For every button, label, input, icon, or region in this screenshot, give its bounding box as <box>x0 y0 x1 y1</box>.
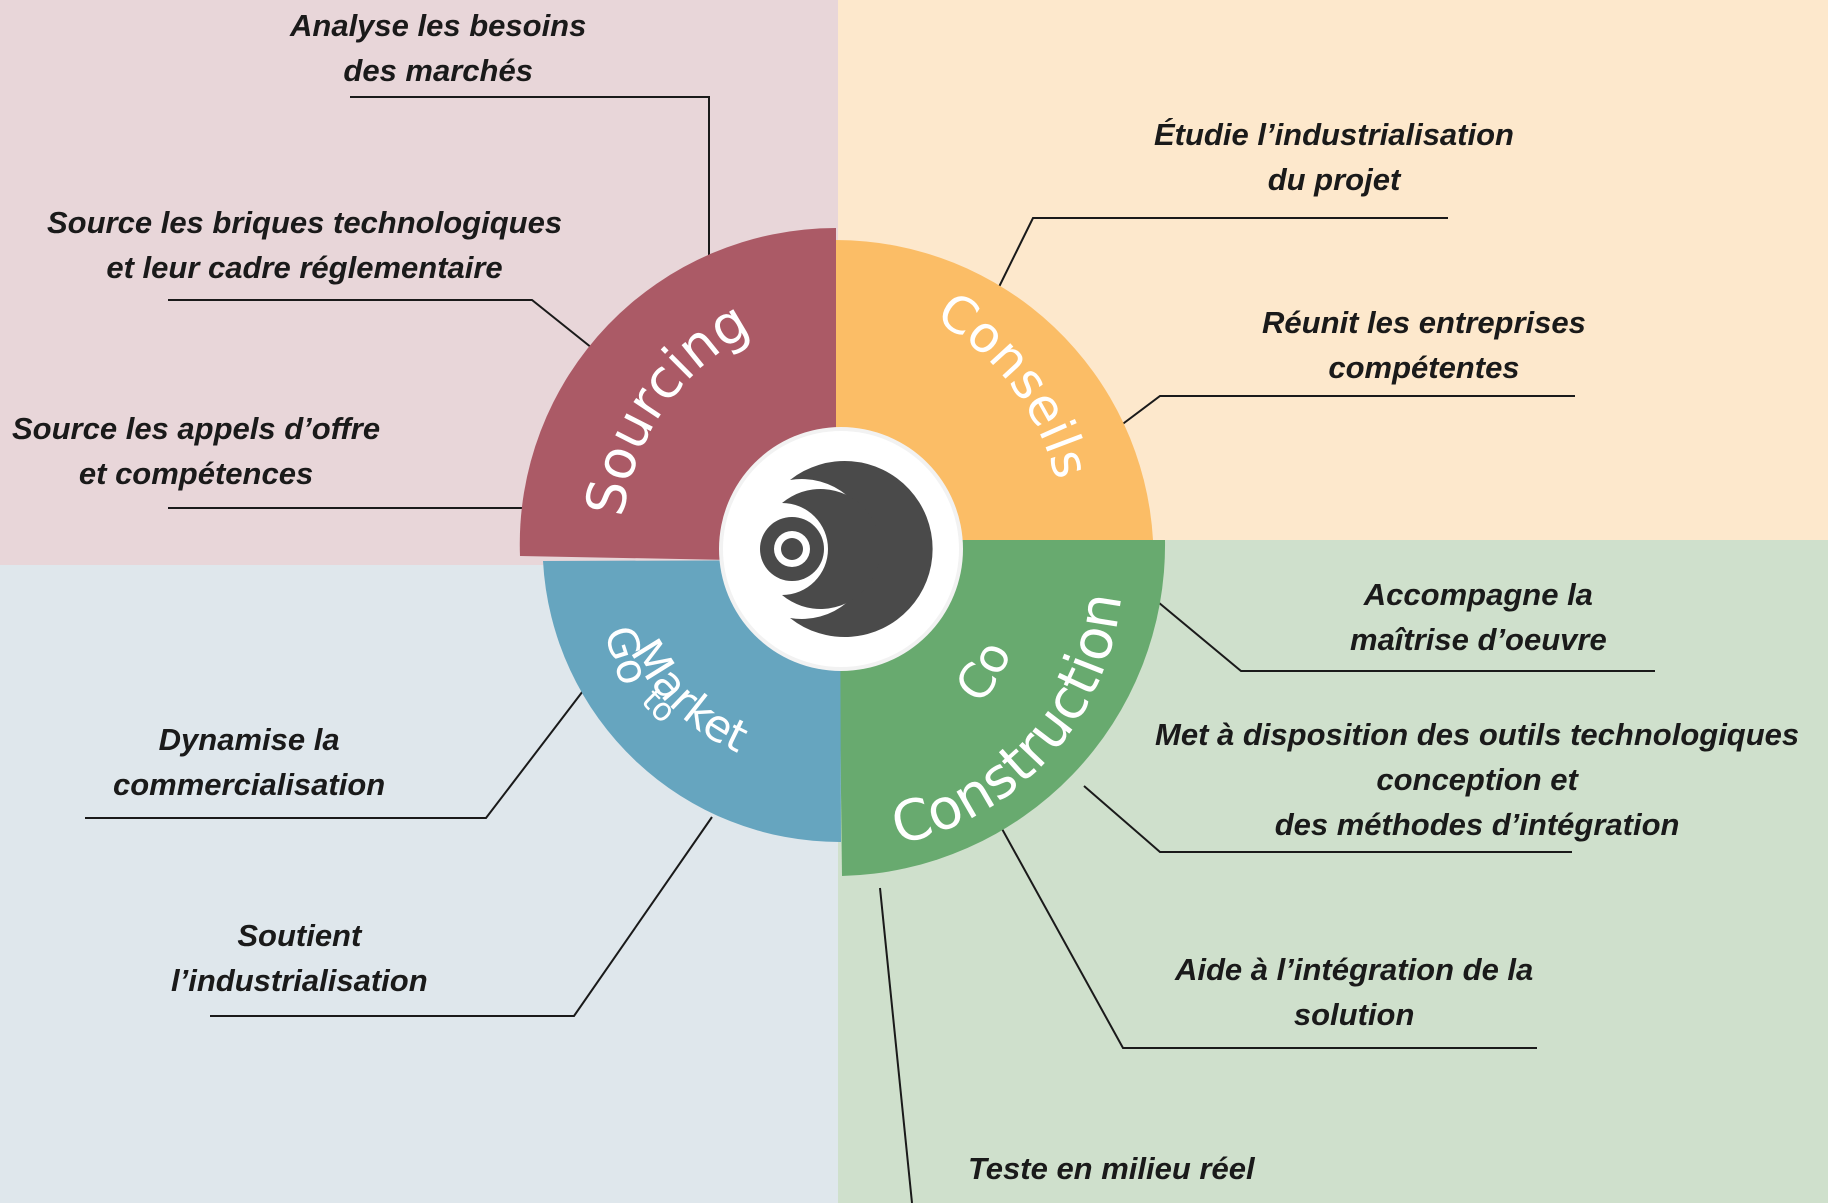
connector-etudie <box>993 217 1448 298</box>
connector-briques <box>168 299 593 349</box>
annotation-teste: Teste en milieu réel <box>968 1151 1255 1186</box>
connector-dynamise <box>85 686 587 819</box>
connector-teste <box>879 887 913 1203</box>
connector-aide <box>995 817 1537 1049</box>
connector-outils <box>1083 785 1572 853</box>
connector-lines <box>85 96 1655 1203</box>
connector-reunit <box>1119 395 1575 427</box>
annotation-outils: Met à disposition des outils technologiq… <box>1155 717 1800 842</box>
concentric-logo-icon <box>719 427 963 671</box>
connector-analyse <box>350 96 710 263</box>
connector-accompagne <box>1157 601 1655 672</box>
connector-soutient <box>210 816 713 1017</box>
